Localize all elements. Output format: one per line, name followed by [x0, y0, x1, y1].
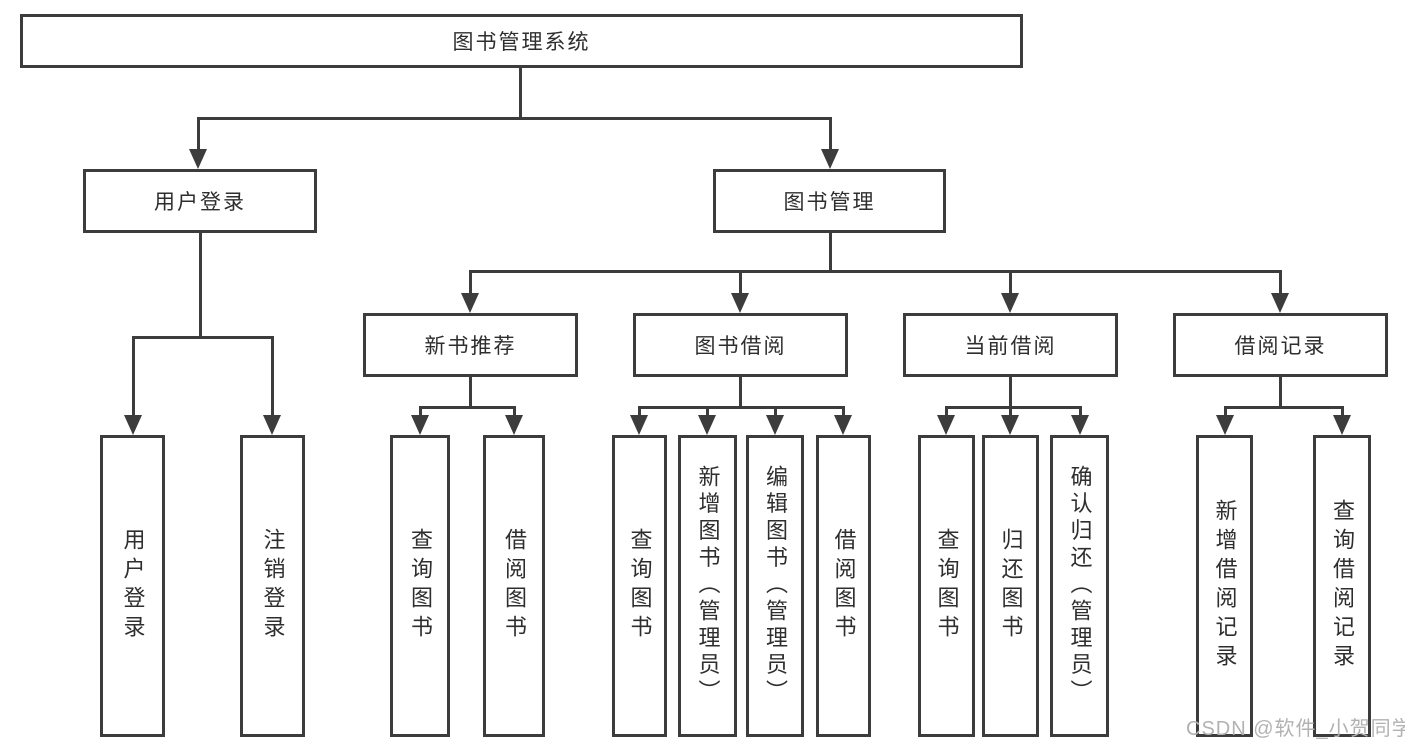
leaf-records-query-record-label: 查询借阅记录 [1330, 498, 1355, 674]
node-root: 图书管理系统 [20, 14, 1023, 68]
arrow-down-icon [124, 337, 142, 435]
node-book-management: 图书管理 [713, 169, 946, 233]
leaf-newbooks-borrow-books-label: 借阅图书 [502, 527, 527, 645]
leaf-borrowing-edit-books-admin-label: 编辑图书（管理员） [763, 465, 788, 707]
connector-line [197, 117, 832, 120]
leaf-records-query-record: 查询借阅记录 [1313, 435, 1371, 737]
connector-line [199, 233, 202, 338]
arrow-down-icon [1071, 407, 1089, 435]
leaf-borrowing-borrow-books-label: 借阅图书 [831, 527, 857, 645]
arrow-down-icon [698, 407, 716, 435]
leaf-borrowing-add-books-admin-label: 新增图书（管理员） [695, 465, 721, 707]
node-borrow-records: 借阅记录 [1173, 313, 1388, 377]
leaf-newbooks-query-books: 查询图书 [390, 435, 450, 737]
arrow-down-icon [821, 118, 839, 169]
leaf-borrowing-borrow-books: 借阅图书 [816, 435, 871, 737]
node-new-book-recommend-label: 新书推荐 [424, 335, 517, 358]
node-root-label: 图书管理系统 [452, 31, 591, 54]
leaf-logout-label: 注销登录 [260, 527, 286, 645]
arrow-down-icon [189, 118, 207, 169]
leaf-current-query-books: 查询图书 [918, 435, 975, 737]
leaf-current-return-books-label: 归还图书 [998, 527, 1024, 645]
connector-line [469, 270, 1282, 273]
connector-line [519, 68, 522, 118]
connector-line [739, 377, 742, 408]
arrow-down-icon [937, 407, 955, 435]
arrow-down-icon [505, 407, 523, 435]
leaf-current-confirm-return-admin-label: 确认归还（管理员） [1067, 465, 1093, 707]
connector-line [469, 377, 472, 408]
leaf-current-return-books: 归还图书 [982, 435, 1039, 737]
node-current-borrowing-label: 当前借阅 [964, 335, 1057, 358]
arrow-down-icon [1333, 407, 1351, 435]
leaf-newbooks-borrow-books: 借阅图书 [483, 435, 545, 737]
node-book-borrowing-label: 图书借阅 [694, 335, 787, 358]
leaf-borrowing-query-books-label: 查询图书 [627, 527, 653, 645]
node-borrow-records-label: 借阅记录 [1234, 335, 1327, 358]
connector-line [1279, 377, 1282, 408]
leaf-records-add-record: 新增借阅记录 [1196, 435, 1253, 737]
leaf-user-login: 用户登录 [100, 435, 165, 737]
csdn-watermark: CSDN @软件_小贺同学 [1186, 718, 1405, 740]
arrow-down-icon [1271, 271, 1289, 313]
leaf-records-add-record-label: 新增借阅记录 [1212, 498, 1238, 674]
node-new-book-recommend: 新书推荐 [363, 313, 578, 377]
arrow-down-icon [263, 337, 281, 435]
arrow-down-icon [1216, 407, 1234, 435]
arrow-down-icon [411, 407, 429, 435]
arrow-down-icon [1001, 407, 1019, 435]
leaf-current-confirm-return-admin: 确认归还（管理员） [1050, 435, 1109, 737]
leaf-current-query-books-label: 查询图书 [934, 527, 960, 645]
leaf-user-login-label: 用户登录 [120, 527, 146, 645]
connector-line [638, 406, 845, 409]
leaf-newbooks-query-books-label: 查询图书 [408, 527, 433, 645]
node-book-borrowing: 图书借阅 [633, 313, 848, 377]
node-user-login-label: 用户登录 [154, 191, 246, 214]
arrow-down-icon [461, 271, 479, 313]
node-current-borrowing: 当前借阅 [903, 313, 1118, 377]
connector-line [1224, 406, 1344, 409]
leaf-borrowing-add-books-admin: 新增图书（管理员） [678, 435, 737, 737]
leaf-logout: 注销登录 [240, 435, 305, 737]
node-user-login: 用户登录 [83, 169, 317, 233]
node-book-management-label: 图书管理 [783, 191, 876, 214]
connector-line [1009, 377, 1012, 408]
leaf-borrowing-query-books: 查询图书 [612, 435, 667, 737]
arrow-down-icon [1001, 271, 1019, 313]
connector-line [945, 406, 1082, 409]
arrow-down-icon [630, 407, 648, 435]
leaf-borrowing-edit-books-admin: 编辑图书（管理员） [746, 435, 804, 737]
arrow-down-icon [766, 407, 784, 435]
connector-line [419, 406, 516, 409]
connector-line [132, 336, 274, 339]
arrow-down-icon [731, 271, 749, 313]
connector-line [829, 233, 832, 272]
arrow-down-icon [834, 407, 852, 435]
